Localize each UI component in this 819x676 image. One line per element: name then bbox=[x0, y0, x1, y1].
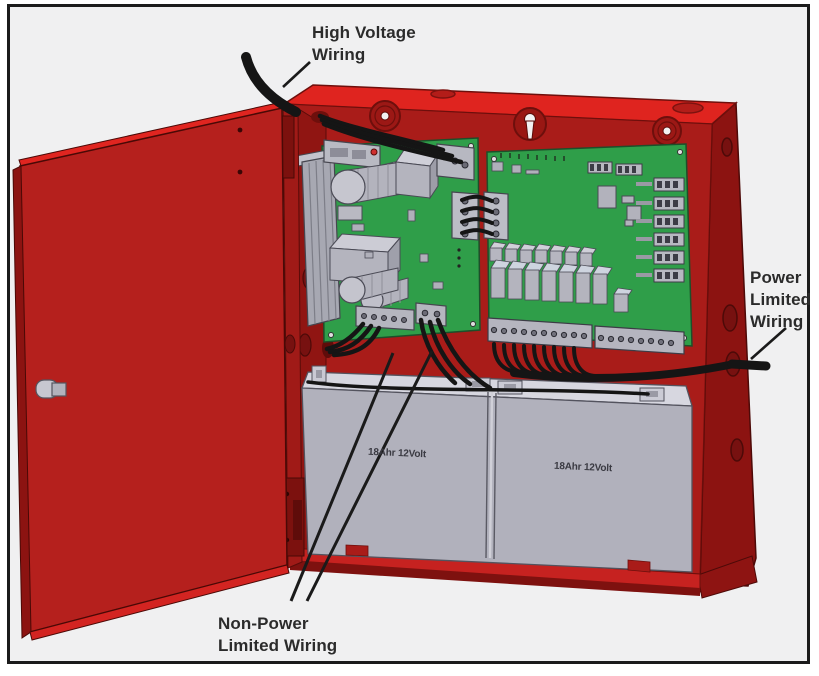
led-dots bbox=[457, 248, 461, 268]
leader-high-voltage bbox=[282, 61, 311, 88]
ic-chips bbox=[597, 185, 642, 227]
cabinet-bottom-corner bbox=[697, 555, 758, 599]
component bbox=[337, 205, 363, 221]
cabinet-top-face bbox=[281, 84, 738, 125]
high-voltage-wire bbox=[241, 52, 301, 117]
callout-leaders bbox=[282, 61, 787, 602]
leader-power-limited bbox=[750, 327, 787, 360]
battery-foot-notches bbox=[345, 544, 651, 573]
side-knockouts bbox=[721, 137, 744, 462]
callout-non-power-limited-wiring: Non-Power Limited Wiring bbox=[218, 613, 337, 657]
relay-row-lower bbox=[490, 259, 633, 313]
field-terminal-strips bbox=[487, 317, 685, 355]
callout-power-limited-wiring: Power Limited Wiring bbox=[750, 267, 811, 333]
power-limited-exit-wire bbox=[727, 359, 771, 371]
callout-high-voltage-wiring: High Voltage Wiring bbox=[312, 22, 416, 66]
ac-input-strands bbox=[317, 113, 464, 165]
batteries bbox=[301, 365, 693, 573]
callout-line: Power bbox=[750, 268, 802, 287]
field-wiring-bundle bbox=[510, 360, 738, 382]
cabinet-door bbox=[12, 101, 290, 641]
back-knockout-left bbox=[369, 100, 401, 132]
wiring bbox=[241, 52, 771, 396]
interconnect-block-right bbox=[483, 191, 509, 241]
callout-line: Wiring bbox=[312, 45, 366, 64]
door-lock bbox=[35, 379, 67, 399]
cabinet-side-panel bbox=[697, 101, 758, 599]
back-knockout-right bbox=[652, 116, 682, 146]
callout-line: Limited Wiring bbox=[218, 636, 338, 655]
callout-line: Non-Power bbox=[218, 614, 309, 633]
battery-jumper-wire bbox=[306, 380, 650, 396]
power-supply-board bbox=[295, 137, 481, 343]
top-tick-marks bbox=[500, 153, 565, 161]
door-face bbox=[19, 107, 288, 633]
leader-non-power-1 bbox=[289, 352, 395, 602]
relay-row-upper bbox=[489, 241, 597, 267]
top-knockout bbox=[430, 89, 456, 99]
capacitors-lower bbox=[338, 267, 409, 312]
output-connectors bbox=[636, 177, 685, 283]
top-knockout bbox=[672, 102, 704, 114]
battery-divider bbox=[485, 391, 489, 559]
control-board bbox=[483, 143, 693, 355]
leader-non-power-2 bbox=[305, 350, 434, 602]
power-led bbox=[370, 148, 378, 156]
battery-front-face bbox=[301, 387, 693, 573]
small-components bbox=[491, 161, 540, 175]
callout-line: High Voltage bbox=[312, 23, 416, 42]
small-components bbox=[351, 209, 444, 290]
non-power-limited-wires bbox=[324, 317, 493, 391]
callout-line: Wiring bbox=[750, 312, 804, 331]
mounting-keyhole bbox=[513, 107, 547, 141]
callout-line: Limited bbox=[750, 290, 812, 309]
board-interconnect-wires bbox=[460, 194, 494, 236]
jumper-strips bbox=[587, 161, 643, 176]
